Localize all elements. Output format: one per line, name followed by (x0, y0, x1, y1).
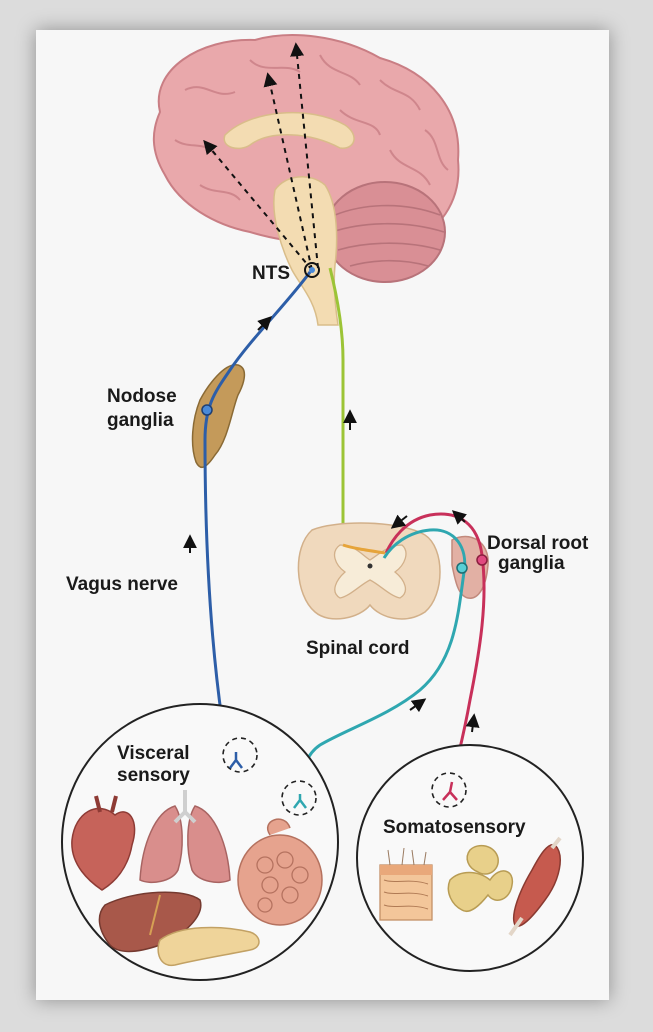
joint-icon (447, 844, 514, 912)
dorsal-root-ganglion (451, 535, 489, 599)
spinal-cord-label: Spinal cord (306, 638, 409, 659)
vagus-nerve (203, 271, 312, 760)
skin-icon (379, 847, 433, 921)
visceral-afferent (298, 528, 467, 796)
brain-projections (203, 42, 319, 271)
nodose-label-line1: Nodose (107, 386, 177, 407)
nodose-ganglion (191, 364, 246, 469)
dorsal-horn-interneuron (342, 543, 386, 555)
intestines-icon (237, 818, 323, 926)
vagus-nerve-label: Vagus nerve (66, 574, 178, 595)
dorsal-root-label-line1: Dorsal root (487, 533, 589, 554)
visceral-label-line2: sensory (117, 765, 190, 786)
corpus-callosum (223, 111, 355, 150)
nodose-label-line2: ganglia (107, 410, 174, 431)
pancreas-icon (157, 926, 260, 967)
somatic-afferent (384, 512, 486, 786)
brainstem (273, 176, 339, 326)
brain-gyri (174, 54, 449, 201)
flow-arrows (183, 316, 480, 733)
nts-label: NTS (252, 263, 290, 284)
spinal-tract (328, 267, 345, 545)
cerebellum (324, 181, 446, 283)
receptor-endings (222, 737, 467, 816)
brain (152, 34, 460, 326)
muscle-icon (508, 836, 562, 937)
dorsal-root-label-line2: ganglia (498, 553, 565, 574)
somatosensory-label: Somatosensory (383, 817, 526, 838)
spinal-cord (297, 522, 441, 620)
spinal-grey-matter (333, 544, 407, 599)
nts-marker (304, 262, 320, 278)
heart-icon (71, 795, 136, 891)
visceral-label-line1: Visceral (117, 743, 190, 764)
lungs-icon (139, 790, 231, 883)
nodose-neuron-soma (201, 404, 213, 416)
